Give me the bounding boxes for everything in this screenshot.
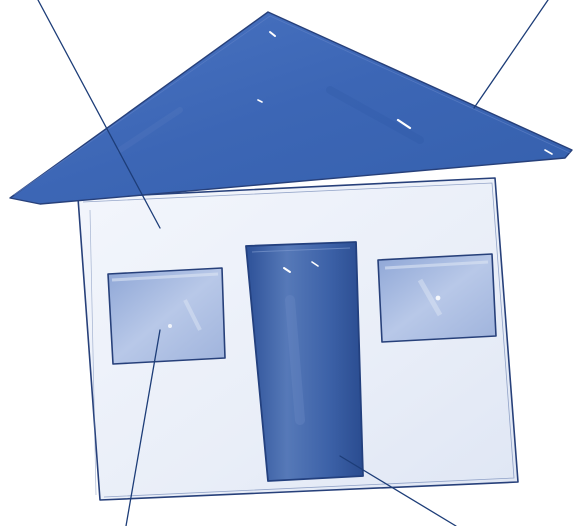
window-left [108, 268, 225, 364]
window-right [378, 254, 496, 342]
roof [10, 12, 572, 204]
leader-line-roof [474, 0, 548, 108]
